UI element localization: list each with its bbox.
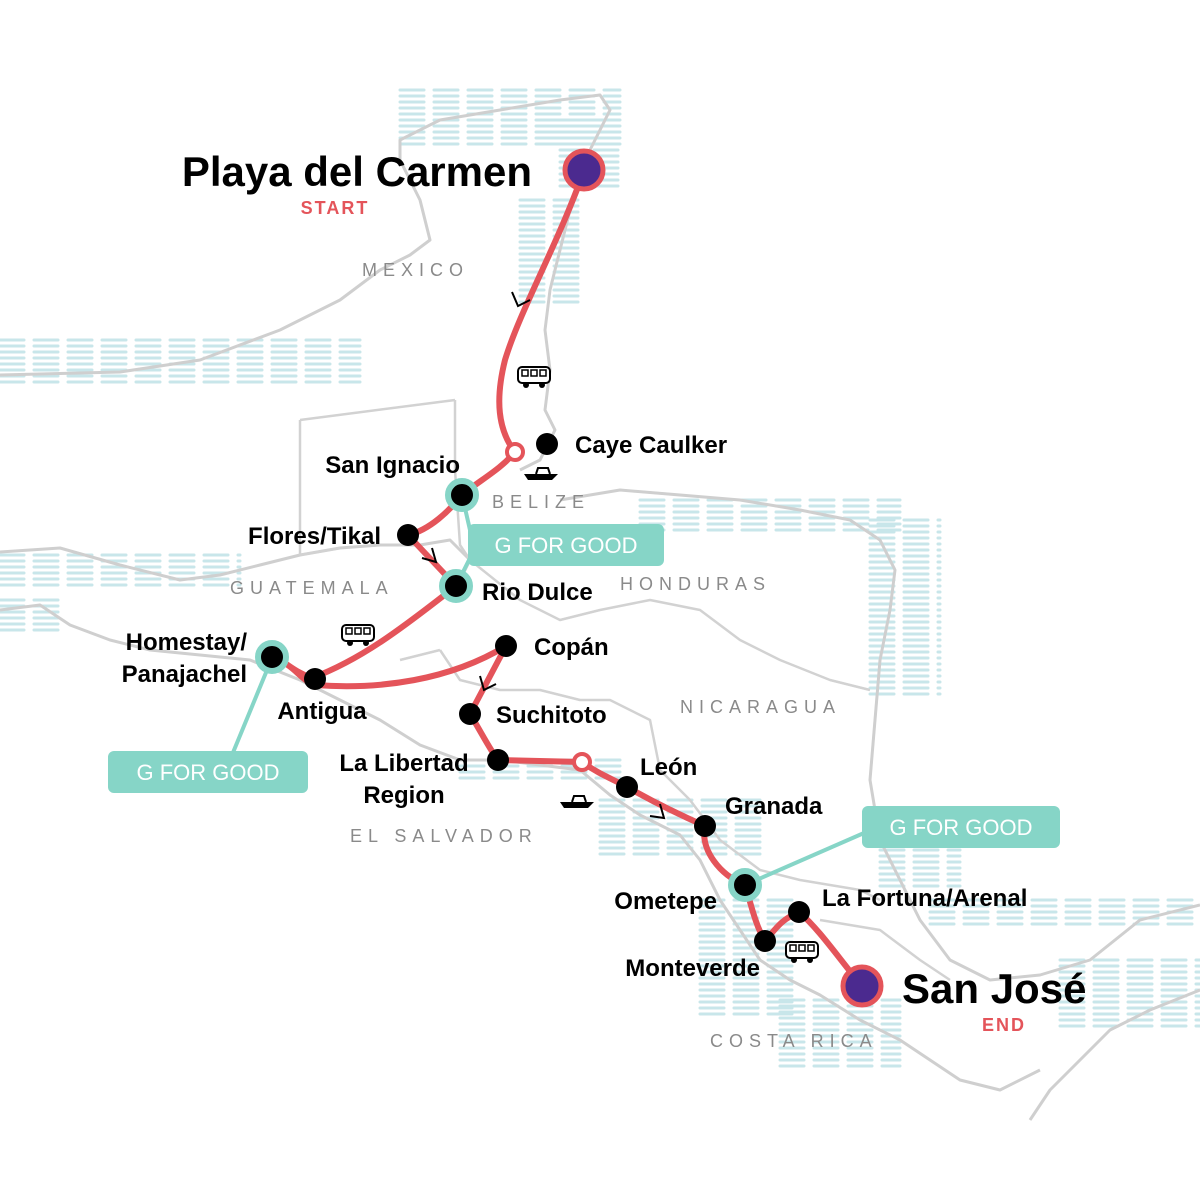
country-label-nicaragua: NICARAGUA (680, 697, 841, 717)
gfg-badge: G FOR GOOD (108, 751, 308, 793)
direction-chevron-icon (479, 675, 497, 692)
stop-marker-san-ignacio (445, 478, 479, 512)
stop-label-la-libertad-line2: Region (363, 782, 444, 809)
gfg-stop-markers (255, 478, 762, 902)
country-label-guatemala: GUATEMALA (230, 578, 394, 598)
stop-marker-antigua (304, 668, 326, 690)
country-label-belize: BELIZE (492, 492, 590, 512)
stop-marker-caye-caulker (536, 433, 558, 455)
gfg-badge: G FOR GOOD (468, 524, 664, 566)
country-labels: MEXICO BELIZE GUATEMALA HONDURAS NICARAG… (230, 260, 878, 1051)
end-tag: END (982, 1015, 1026, 1035)
direction-chevrons (421, 291, 666, 820)
stop-label-leon: León (640, 754, 697, 781)
bus-icon (517, 366, 551, 388)
stop-marker-la-fortuna (788, 901, 810, 923)
stop-label-ometepe: Ometepe (614, 888, 717, 915)
boat-icon (560, 795, 594, 808)
stop-marker-ometepe (728, 868, 762, 902)
direction-chevron-icon (421, 547, 438, 564)
stop-marker-leon (616, 776, 638, 798)
stop-marker-panajachel (255, 640, 289, 674)
stop-label-la-libertad-line1: La Libertad (339, 750, 468, 777)
end-marker (840, 964, 884, 1008)
route-waypoint (505, 442, 525, 462)
stop-label-suchitoto: Suchitoto (496, 702, 607, 729)
stop-marker-rio-dulce (439, 569, 473, 603)
start-city-label: Playa del Carmen (182, 148, 532, 195)
stop-label-la-fortuna: La Fortuna/Arenal (822, 885, 1027, 912)
stop-label-panajachel-line2: Panajachel (122, 661, 247, 688)
country-label-mexico: MEXICO (362, 260, 469, 280)
country-label-honduras: HONDURAS (620, 574, 771, 594)
stop-label-monteverde: Monteverde (625, 955, 760, 982)
water-hatching (0, 88, 1200, 1068)
stop-label-san-ignacio: San Ignacio (325, 452, 460, 479)
end-city-label: San José (902, 965, 1086, 1012)
stop-marker-copan (495, 635, 517, 657)
stop-markers (304, 433, 810, 952)
country-label-el-salvador: EL SALVADOR (350, 826, 538, 846)
boat-icon (524, 467, 558, 480)
stop-labels: Caye Caulker San Ignacio Flores/Tikal Ri… (122, 432, 1028, 982)
gfg-badge-label: G FOR GOOD (890, 815, 1033, 840)
stop-label-granada: Granada (725, 793, 823, 820)
country-label-costa-rica: COSTA RICA (710, 1031, 878, 1051)
stop-label-caye-caulker: Caye Caulker (575, 432, 727, 459)
gfg-badge: G FOR GOOD (862, 806, 1060, 848)
stop-label-flores-tikal: Flores/Tikal (248, 523, 381, 550)
stop-marker-granada (694, 815, 716, 837)
start-marker (562, 148, 606, 192)
route-waypoint (572, 752, 592, 772)
stop-marker-suchitoto (459, 703, 481, 725)
gfg-badge-label: G FOR GOOD (137, 760, 280, 785)
direction-chevron-icon (511, 291, 531, 308)
stop-marker-la-libertad (487, 749, 509, 771)
stop-label-panajachel-line1: Homestay/ (126, 629, 248, 656)
stop-marker-flores-tikal (397, 524, 419, 546)
stop-label-rio-dulce: Rio Dulce (482, 579, 593, 606)
stop-label-copan: Copán (534, 634, 609, 661)
stop-label-antigua: Antigua (277, 698, 367, 725)
bus-icon (785, 941, 819, 963)
gfg-badge-label: G FOR GOOD (495, 533, 638, 558)
direction-chevron-icon (649, 803, 666, 820)
stop-marker-monteverde (754, 930, 776, 952)
start-tag: START (301, 198, 370, 218)
country-borders (298, 398, 951, 982)
bus-icon (341, 624, 375, 646)
